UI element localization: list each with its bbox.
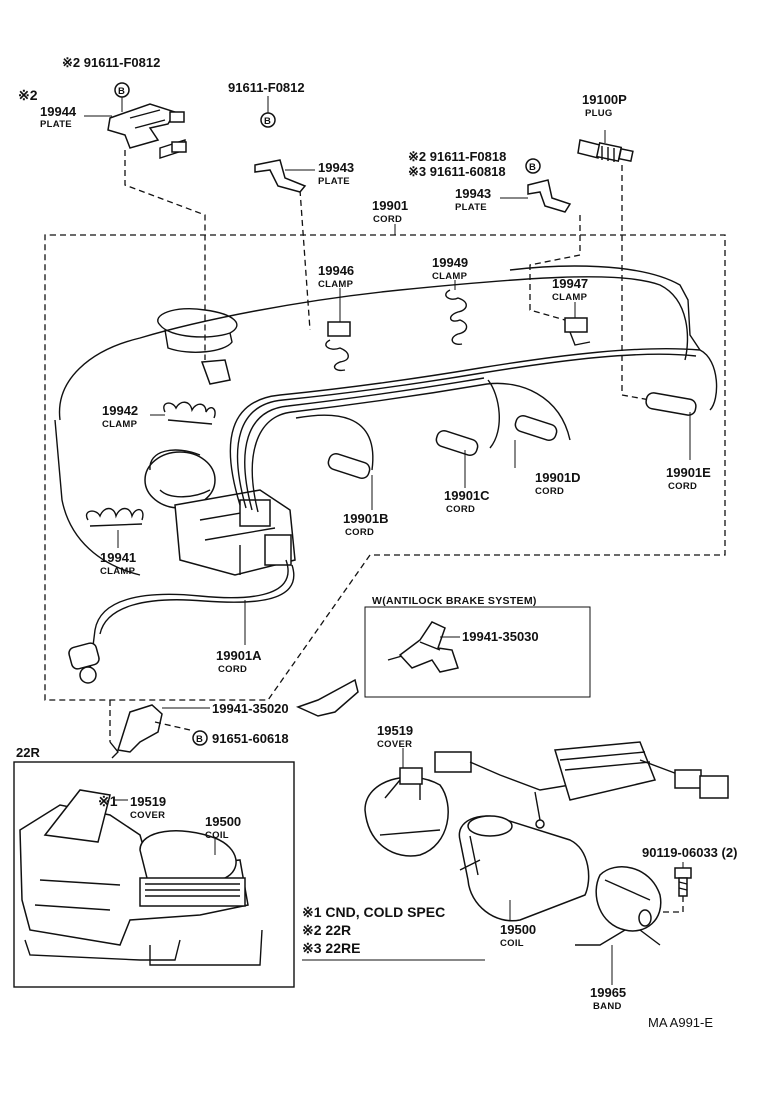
- label-19500-left: 19500: [205, 814, 241, 829]
- label-19946: 19946: [318, 263, 354, 278]
- label-19519-right: 19519: [377, 723, 413, 738]
- clamp-19949-icon: [445, 289, 468, 346]
- label-bolt-top-mid: 91611-F0812: [228, 80, 305, 95]
- clamp-19947-icon: [564, 317, 591, 346]
- label-plate-a: PLATE: [40, 119, 72, 130]
- note-3: ※3 22RE: [302, 940, 360, 956]
- label-19949: 19949: [432, 255, 468, 270]
- label-note1-prefix: ※1: [98, 793, 118, 809]
- label-plate-c: PLATE: [455, 202, 487, 213]
- label-19941-35020: 19941-35020: [212, 701, 289, 716]
- bolt-b-marker-3: [525, 158, 541, 174]
- label-cord-c: CORD: [446, 504, 475, 515]
- abs-bracket-icon: [387, 621, 459, 673]
- coil-22r-icon: [19, 789, 263, 966]
- cord-boot-e: [645, 392, 697, 416]
- cord-terminal-a: [68, 642, 100, 684]
- label-19519-left: 19519: [130, 794, 166, 809]
- bolt-b-letter-4: B: [196, 734, 203, 745]
- cord-set-boundary: [44, 234, 726, 701]
- label-cord-d: CORD: [535, 486, 564, 497]
- label-note2-prefix: ※2: [18, 87, 38, 103]
- note-1: ※1 CND, COLD SPEC: [302, 904, 445, 920]
- label-19901: 19901: [372, 198, 408, 213]
- coil-19500-right-icon: [458, 815, 590, 922]
- leader-plate-19944: [124, 150, 206, 360]
- label-19901e: 19901E: [666, 465, 711, 480]
- label-cord-a: CORD: [218, 664, 247, 675]
- label-cover-right: COVER: [377, 739, 412, 750]
- bolt-b-letter-1: B: [118, 86, 125, 97]
- label-bolt-r3: ※3 91611-60818: [408, 164, 506, 179]
- label-coil-right: COIL: [500, 938, 524, 949]
- label-bolt-r2: ※2 91611-F0818: [408, 149, 506, 164]
- label-19500-right: 19500: [500, 922, 536, 937]
- label-coil-left: COIL: [205, 830, 229, 841]
- label-19943a: 19943: [318, 160, 354, 175]
- note-2: ※2 22R: [302, 922, 351, 938]
- plate-19944-icon: [107, 103, 187, 159]
- label-19944: 19944: [40, 104, 77, 119]
- leader-plate-19943a: [299, 189, 311, 331]
- plate-19943b-icon: [527, 179, 572, 213]
- bolt-b-marker-4: [192, 730, 208, 746]
- bolt-b-letter-3: B: [529, 162, 536, 173]
- label-19901d: 19901D: [535, 470, 581, 485]
- label-19947: 19947: [552, 276, 588, 291]
- label-cover-left: COVER: [130, 810, 165, 821]
- clamp-19946-icon: [325, 321, 351, 372]
- clamp-19941-icon: [85, 507, 144, 527]
- ignition-cords: [89, 265, 718, 671]
- label-clamp-42: CLAMP: [102, 419, 138, 430]
- label-90119: 90119-06033 (2): [642, 845, 737, 860]
- plate-19943a-icon: [254, 159, 307, 193]
- label-clamp-49: CLAMP: [432, 271, 468, 282]
- engine-outline: [54, 276, 689, 576]
- label-19100p: 19100P: [582, 92, 627, 107]
- box-22r: [13, 761, 295, 988]
- label-19901a: 19901A: [216, 648, 262, 663]
- cord-boot-d: [514, 414, 558, 442]
- label-abs-title: W(ANTILOCK BRAKE SYSTEM): [372, 595, 537, 607]
- label-clamp-46: CLAMP: [318, 279, 354, 290]
- label-plug: PLUG: [585, 108, 613, 119]
- label-22r: 22R: [16, 745, 40, 760]
- label-19941-35030: 19941-35030: [462, 629, 539, 644]
- label-cord-b: CORD: [345, 527, 374, 538]
- label-19941: 19941: [100, 550, 136, 565]
- bolt-90119-icon: [674, 867, 692, 897]
- cover-19519-right-icon: [364, 767, 449, 857]
- leader-plug: [621, 165, 651, 401]
- label-19965: 19965: [590, 985, 626, 1000]
- leader-plate-19943b: [529, 215, 581, 321]
- igniter-harness-icon: [434, 741, 729, 829]
- label-cord-e: CORD: [668, 481, 697, 492]
- abs-arrow: [295, 678, 359, 717]
- label-19943b: 19943: [455, 186, 491, 201]
- label-19942: 19942: [102, 403, 138, 418]
- clamp-19942-icon: [163, 401, 216, 425]
- abs-inset-box: [364, 606, 591, 698]
- leader-bolt-90119: [660, 896, 684, 913]
- bracket-19941-35020-icon: [109, 704, 163, 759]
- spark-plug-icon: [577, 139, 634, 163]
- label-plate-b: PLATE: [318, 176, 350, 187]
- leader-bolt-91651: [154, 721, 191, 731]
- cord-boot-b: [327, 452, 371, 480]
- label-19901b: 19901B: [343, 511, 389, 526]
- label-band: BAND: [593, 1001, 622, 1012]
- drawing-code: MA A991-E: [648, 1015, 713, 1030]
- label-19901c: 19901C: [444, 488, 490, 503]
- cord-boot-c: [435, 429, 479, 457]
- label-bolt-plate-top: ※2 91611-F0812: [62, 55, 160, 70]
- label-cord-main: CORD: [373, 214, 402, 225]
- label-91651: 91651-60618: [212, 731, 289, 746]
- bolt-b-letter-2: B: [264, 116, 271, 127]
- label-clamp-47: CLAMP: [552, 292, 588, 303]
- distributor-icon: [144, 449, 296, 576]
- band-19965-icon: [575, 866, 662, 946]
- label-clamp-41: CLAMP: [100, 566, 136, 577]
